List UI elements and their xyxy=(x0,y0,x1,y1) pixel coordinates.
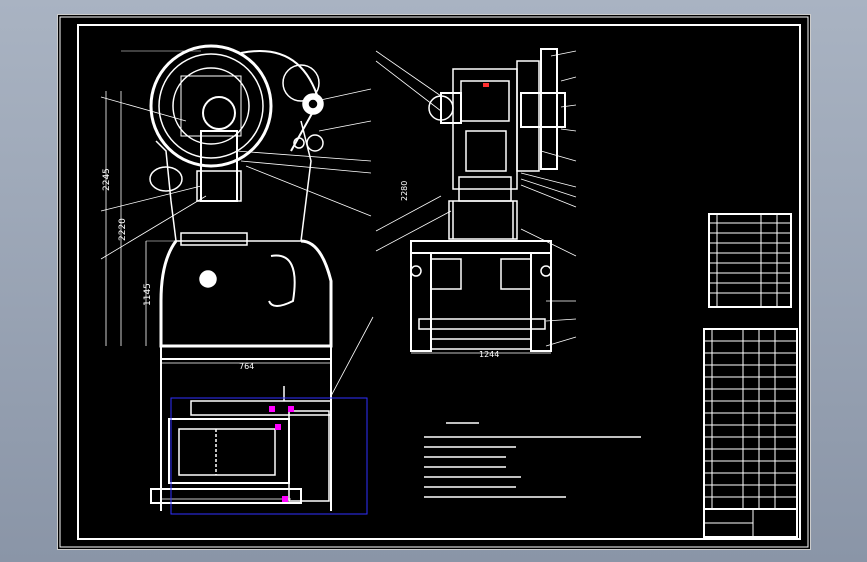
dim-1145: 1145 xyxy=(143,283,153,306)
dim-764: 764 xyxy=(239,362,254,371)
plan-view xyxy=(150,386,332,504)
drawing-canvas[interactable]: 2245 2220 1145 764 xyxy=(57,14,811,550)
parts-list-upper xyxy=(708,213,792,308)
press-assembly-drawing: 2245 2220 1145 764 xyxy=(59,16,809,548)
front-view-dimension-labels: 2280 1244 xyxy=(400,181,499,359)
inner-border xyxy=(77,24,801,540)
selection-viewport[interactable] xyxy=(170,397,368,515)
outer-border xyxy=(59,16,809,548)
front-elevation-view xyxy=(375,48,577,354)
red-marker xyxy=(483,83,489,87)
dim-2220: 2220 xyxy=(118,218,128,241)
grip-markers xyxy=(269,406,294,502)
dim-1244: 1244 xyxy=(479,350,499,359)
technical-notes xyxy=(424,422,641,498)
side-view-dimension-labels: 2245 2220 1145 764 xyxy=(102,168,254,371)
side-elevation-view xyxy=(100,44,374,511)
dim-2245: 2245 xyxy=(102,168,112,191)
dim-2280: 2280 xyxy=(400,181,409,201)
parts-list-lower xyxy=(703,328,798,538)
